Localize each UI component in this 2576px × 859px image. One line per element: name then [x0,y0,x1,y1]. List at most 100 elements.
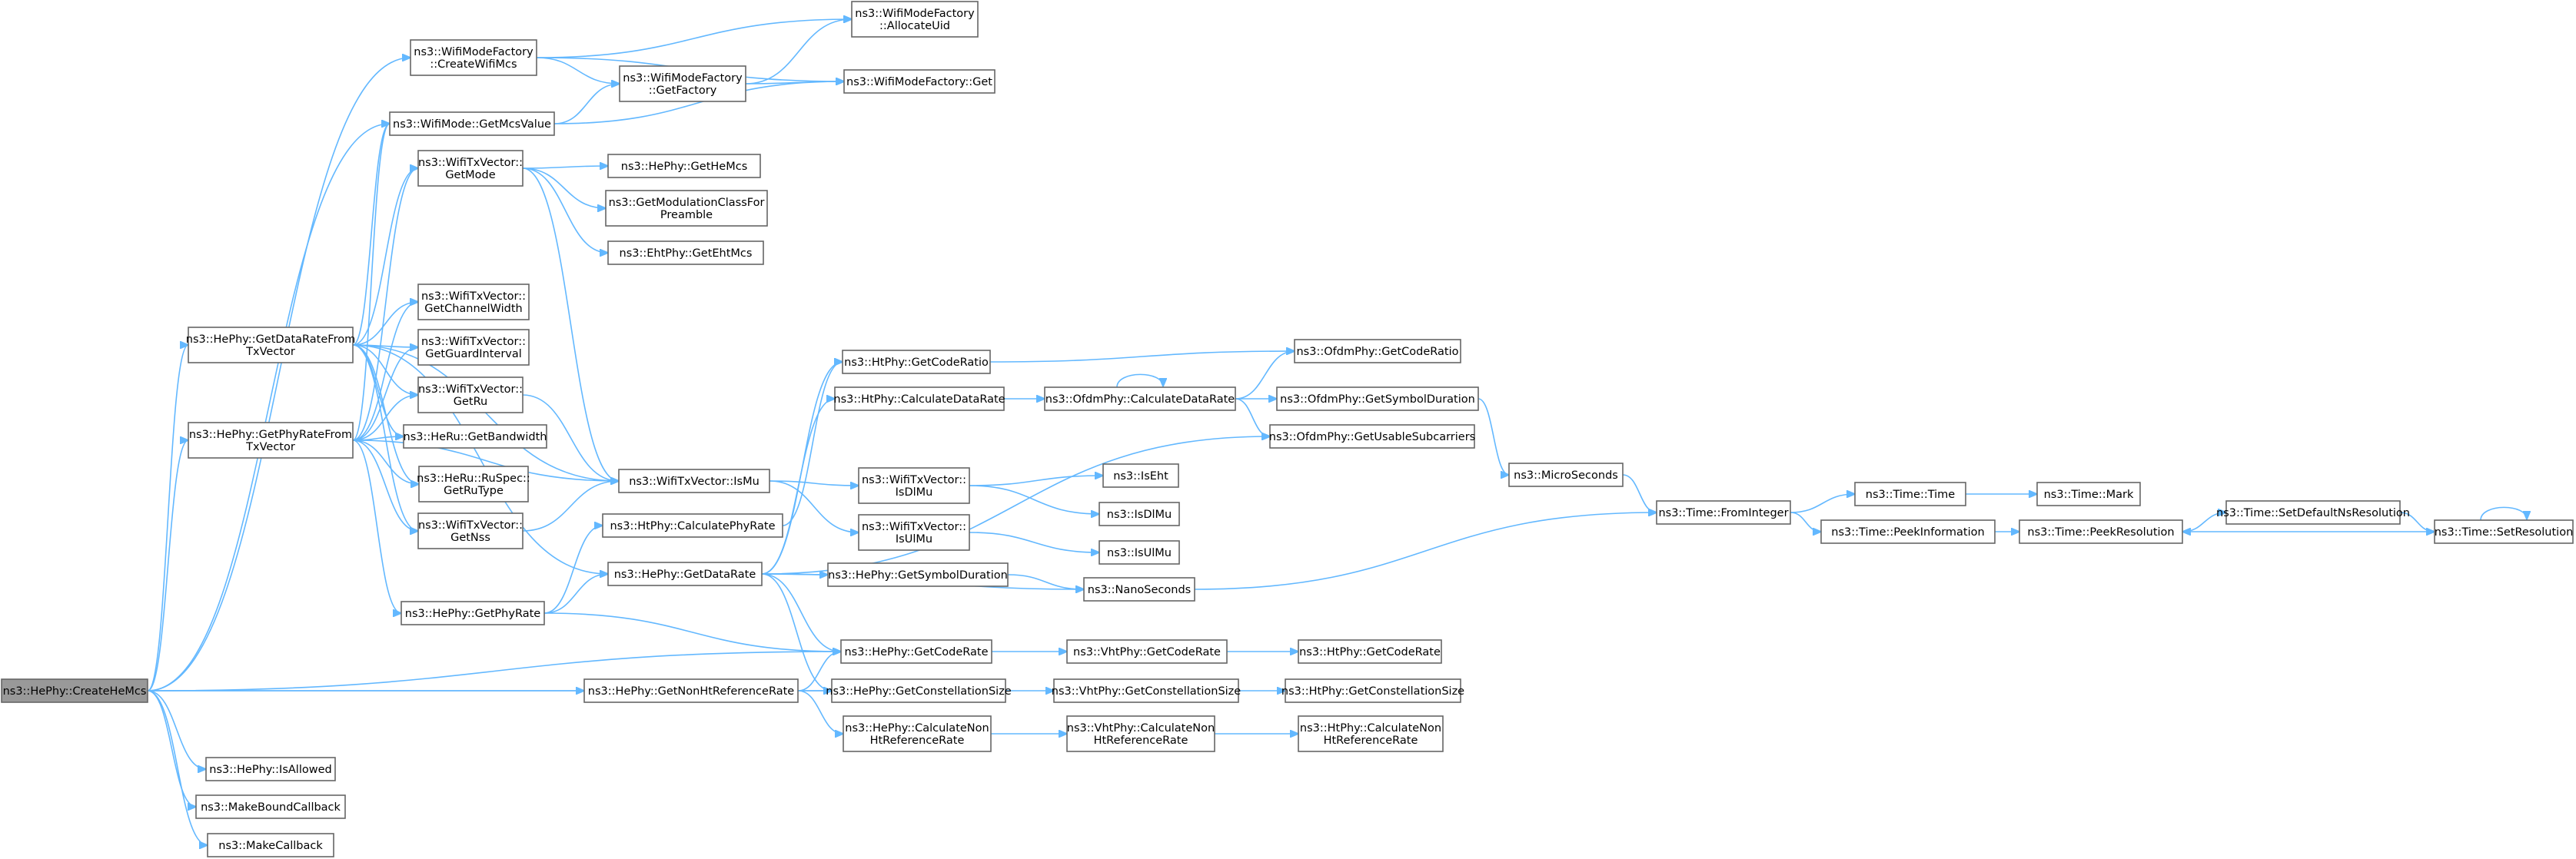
node-vht-get-const-size[interactable]: ns3::VhtPhy::GetConstellationSize [1052,678,1241,703]
node-box [583,678,799,703]
node-get-mcs-value[interactable]: ns3::WifiMode::GetMcsValue [389,111,555,136]
node-get-phy-rate[interactable]: ns3::HePhy::GetPhyRate [401,601,545,625]
node-ht-get-code-rate[interactable]: ns3::HtPhy::GetCodeRate [1298,639,1442,664]
edge-create-he-mcs-to-get-mcs-value [147,124,390,692]
node-label: ns3::WifiTxVector:: [421,290,526,303]
node-factory-get[interactable]: ns3::WifiModeFactory::Get [843,69,995,94]
node-box [1053,678,1239,703]
node-box [607,240,764,265]
node-get-data-rate[interactable]: ns3::HePhy::GetDataRate [607,562,763,586]
node-is-mu[interactable]: ns3::WifiTxVector::IsMu [618,469,770,493]
node-box [417,150,524,187]
node-label: ns3::HtPhy::GetConstellationSize [1281,685,1464,698]
node-label: ::CreateWifiMcs [430,58,517,71]
node-set-default-ns-res[interactable]: ns3::Time::SetDefaultNsResolution [2216,500,2410,525]
node-get-factory[interactable]: ns3::WifiModeFactory::GetFactory [619,65,746,102]
node-calc-phy-rate[interactable]: ns3::HtPhy::CalculatePhyRate [602,513,783,538]
node-create-wifi-mcs[interactable]: ns3::WifiModeFactory::CreateWifiMcs [410,39,537,76]
node-allocate-uid[interactable]: ns3::WifiModeFactory::AllocateUid [851,1,979,38]
node-label: ns3::WifiTxVector:: [421,336,526,348]
node-box [831,678,1006,703]
node-is-ul-mu[interactable]: ns3::WifiTxVector::IsUlMu [858,514,970,551]
node-ofdm-get-code-ratio[interactable]: ns3::OfdmPhy::GetCodeRatio [1294,339,1461,363]
node-ht-get-code-ratio[interactable]: ns3::HtPhy::GetCodeRatio [842,350,991,374]
node-label: Preamble [660,209,713,221]
node-label: GetRu [454,396,487,408]
node-peek-information[interactable]: ns3::Time::PeekInformation [1820,519,1996,544]
node-get-bandwidth[interactable]: ns3::HeRu::GetBandwidth [403,424,547,449]
node-label: ns3::HePhy::GetDataRate [614,569,756,581]
node-box [1298,715,1444,752]
node-get-he-mcs[interactable]: ns3::HePhy::GetHeMcs [607,154,761,178]
node-label: ns3::OfdmPhy::GetSymbolDuration [1280,393,1475,406]
node-label: ns3::HePhy::GetPhyRateFrom [189,429,352,441]
node-peek-resolution[interactable]: ns3::Time::PeekResolution [2019,519,2183,544]
node-nano-seconds[interactable]: ns3::NanoSeconds [1083,577,1195,602]
node-set-resolution[interactable]: ns3::Time::SetResolution [2434,519,2574,544]
node-ofdm-calc-data-rate[interactable]: ns3::OfdmPhy::CalculateDataRate [1044,386,1236,411]
node-micro-seconds[interactable]: ns3::MicroSeconds [1508,463,1624,487]
node-ofdm-get-usable-sub[interactable]: ns3::OfdmPhy::GetUsableSubcarriers [1269,424,1475,449]
node-label: GetChannelWidth [424,303,523,315]
node-get-non-ht-ref-rate[interactable]: ns3::HePhy::GetNonHtReferenceRate [583,678,799,703]
node-ht-get-const-size[interactable]: ns3::HtPhy::GetConstellationSize [1281,678,1464,703]
node-box [834,386,1005,411]
node-from-integer[interactable]: ns3::Time::FromInteger [1656,500,1791,525]
node-get-code-rate[interactable]: ns3::HePhy::GetCodeRate [840,639,992,664]
node-label: GetNss [450,532,490,544]
node-label: IsDlMu [896,486,933,499]
node-is-eht[interactable]: ns3::IsEht [1102,463,1179,488]
node-label: GetGuardInterval [425,348,522,360]
node-is-ul-mu-fn[interactable]: ns3::IsUlMu [1099,540,1180,565]
node-make-callback[interactable]: ns3::MakeCallback [207,833,334,857]
edge-from-integer-to-time-time [1790,494,1855,513]
node-get-guard-interval[interactable]: ns3::WifiTxVector::GetGuardInterval [417,329,530,366]
node-label: ns3::WifiMode::GetMcsValue [393,118,551,131]
node-box [188,327,354,363]
node-box [2019,519,2183,544]
node-label: ns3::HePhy::GetConstellationSize [826,685,1012,698]
edge-get-data-rate-to-ht-get-code-ratio [761,362,843,575]
edge-get-ru-to-is-mu [522,394,619,481]
edge-get-data-rate-from-tx-to-get-ru-type [352,344,419,484]
edge-get-phy-rate-from-tx-to-get-ru [352,395,418,441]
node-ofdm-get-symbol-duration[interactable]: ns3::OfdmPhy::GetSymbolDuration [1276,386,1479,411]
node-box [418,466,529,502]
node-is-allowed[interactable]: ns3::HePhy::IsAllowed [205,757,336,781]
node-get-const-size[interactable]: ns3::HePhy::GetConstellationSize [826,678,1012,703]
node-is-dl-mu-fn[interactable]: ns3::IsDlMu [1099,502,1180,526]
node-make-bound-callback[interactable]: ns3::MakeBoundCallback [195,794,346,819]
node-get-nss[interactable]: ns3::WifiTxVector::GetNss [417,512,524,549]
edge-get-mode-to-is-mu [522,167,619,481]
node-create-he-mcs[interactable]: ns3::HePhy::CreateHeMcs [1,678,148,703]
node-get-ru-type[interactable]: ns3::HeRu::RuSpec::GetRuType [417,466,530,502]
edge-from-integer-to-peek-information [1790,512,1821,532]
node-get-eht-mcs[interactable]: ns3::EhtPhy::GetEhtMcs [607,240,764,265]
node-label: HtReferenceRate [870,735,965,747]
node-ht-calc-data-rate[interactable]: ns3::HtPhy::CalculateDataRate [833,386,1005,411]
node-label: ns3::HePhy::GetCodeRate [844,646,988,658]
node-box [858,467,970,504]
node-time-mark[interactable]: ns3::Time::Mark [2036,482,2141,506]
node-time-time[interactable]: ns3::Time::Time [1854,482,1966,506]
node-label: ns3::WifiModeFactory [855,8,975,20]
node-vht-get-code-rate[interactable]: ns3::VhtPhy::GetCodeRate [1066,639,1228,664]
node-is-dl-mu[interactable]: ns3::WifiTxVector::IsDlMu [858,467,970,504]
node-box [2036,482,2141,506]
edge-is-ul-mu-to-is-ul-mu-fn [969,532,1099,552]
node-get-mode[interactable]: ns3::WifiTxVector::GetMode [417,150,524,187]
node-label: ns3::EhtPhy::GetEhtMcs [620,247,753,260]
edge-create-he-mcs-to-get-phy-rate-from-tx [147,440,188,692]
node-get-channel-width[interactable]: ns3::WifiTxVector::GetChannelWidth [417,284,530,320]
node-label: ns3::HePhy::CreateHeMcs [3,685,147,698]
node-get-ru[interactable]: ns3::WifiTxVector::GetRu [417,376,524,413]
node-box [1102,463,1179,488]
node-he-phy-get-symbol-duration[interactable]: ns3::HePhy::GetSymbolDuration [827,562,1009,587]
